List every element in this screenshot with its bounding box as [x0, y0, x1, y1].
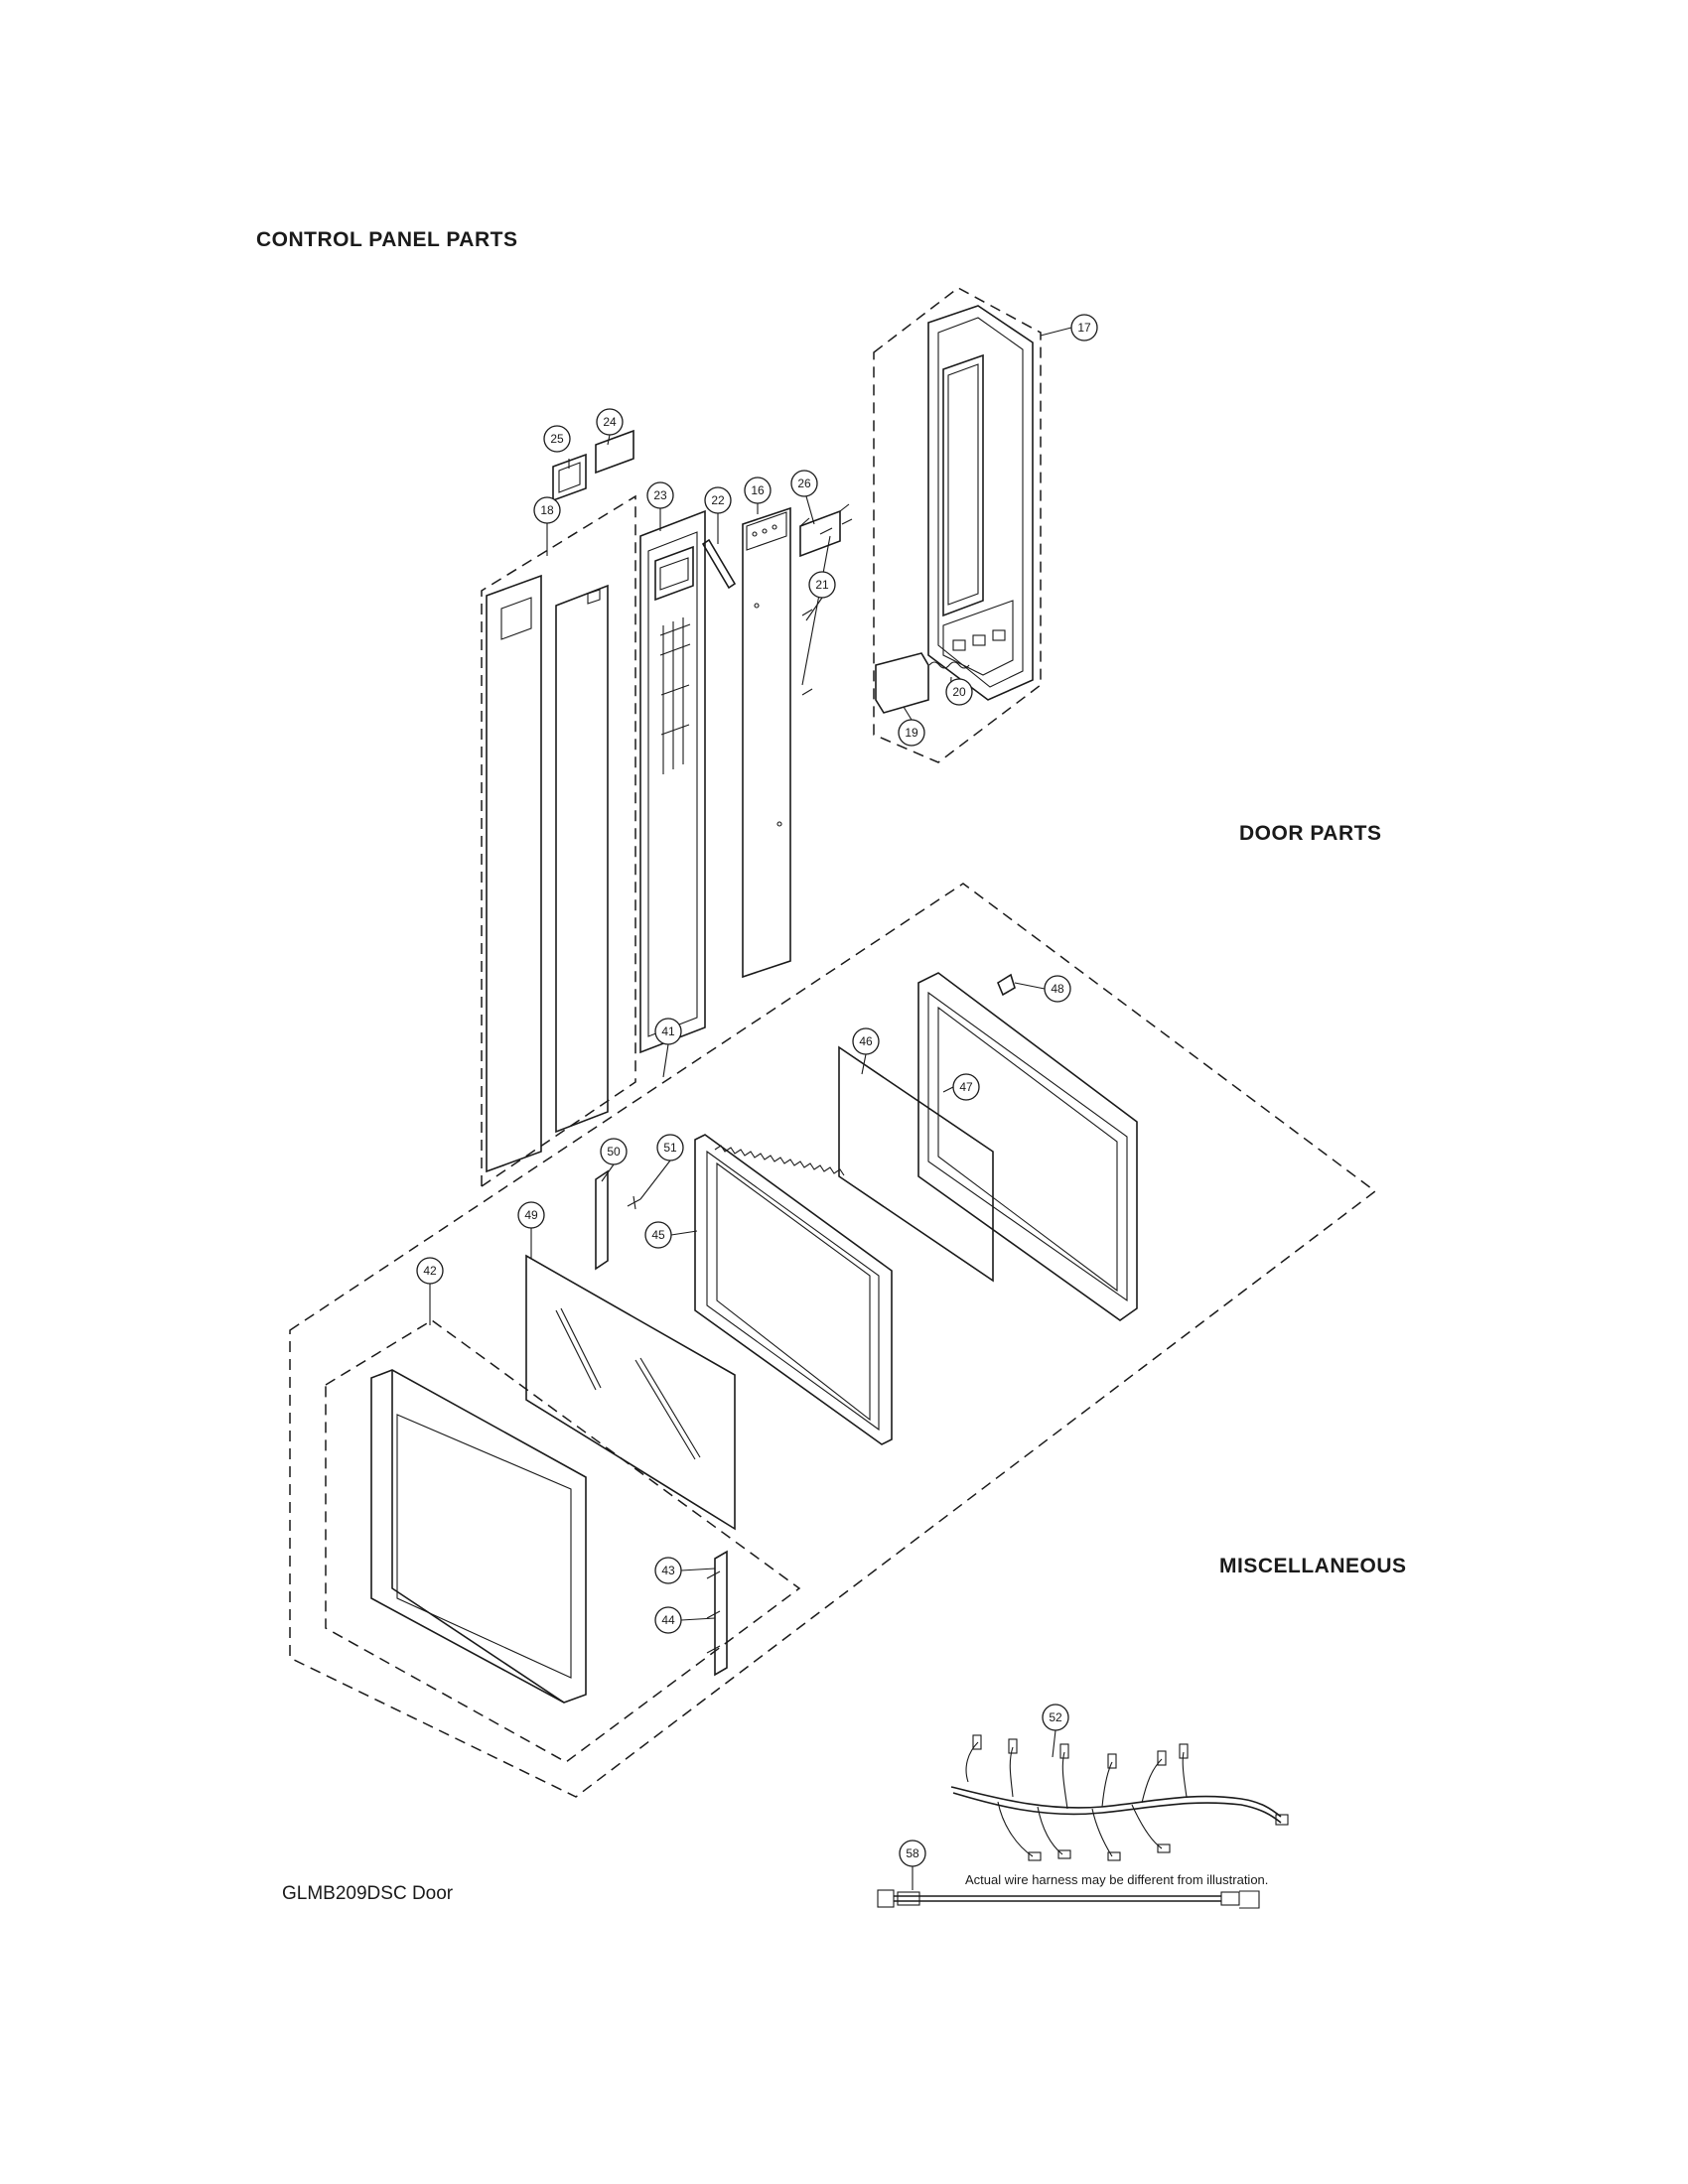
screws-part	[801, 518, 853, 696]
door-frame-part	[927, 305, 1034, 701]
callout-17: 17	[1070, 314, 1098, 341]
spring-part	[928, 661, 970, 669]
callout-48: 48	[1044, 975, 1071, 1003]
miscellaneous-heading: MISCELLANEOUS	[1219, 1555, 1407, 1577]
callout-16: 16	[744, 477, 772, 504]
door-parts-heading: DOOR PARTS	[1239, 822, 1382, 845]
latch-screw-part	[627, 1195, 641, 1210]
svg-text:50: 50	[607, 1145, 621, 1159]
model-label: GLMB209DSC Door	[282, 1883, 454, 1904]
svg-text:20: 20	[952, 685, 966, 699]
callout-50: 50	[600, 1138, 628, 1165]
callout-43: 43	[654, 1557, 682, 1584]
svg-text:49: 49	[524, 1208, 538, 1222]
door-frame-group-outline	[873, 287, 1042, 763]
callout-51: 51	[656, 1134, 684, 1161]
callout-26: 26	[790, 470, 818, 497]
svg-text:19: 19	[905, 726, 918, 740]
svg-text:22: 22	[711, 493, 725, 507]
control-panel-frame	[639, 509, 706, 1054]
svg-text:25: 25	[550, 432, 564, 446]
svg-text:17: 17	[1077, 321, 1091, 335]
svg-text:52: 52	[1049, 1710, 1062, 1724]
outer-door-group-outline	[325, 1319, 801, 1763]
control-panel-parts-heading: CONTROL PANEL PARTS	[256, 228, 518, 251]
door-film-part	[838, 1045, 994, 1283]
svg-text:16: 16	[751, 483, 765, 497]
svg-text:24: 24	[603, 415, 617, 429]
callout-24: 24	[596, 408, 624, 436]
door-button-part	[875, 652, 929, 714]
callout-49: 49	[517, 1201, 545, 1229]
door-assembly-group-outline	[289, 883, 1377, 1798]
hinge-bar-part	[714, 1550, 728, 1677]
svg-text:18: 18	[540, 503, 554, 517]
callout-19: 19	[898, 719, 925, 747]
latch-bar-part	[595, 1169, 609, 1271]
ground-wire-part	[877, 1889, 1260, 1909]
callout-42: 42	[416, 1257, 444, 1285]
callout-52: 52	[1042, 1704, 1069, 1731]
callout-20: 20	[945, 678, 973, 706]
svg-text:23: 23	[653, 488, 667, 502]
control-panel-group-outline	[481, 494, 636, 1188]
callout-18: 18	[533, 496, 561, 524]
callout-leaders	[429, 327, 1072, 1890]
svg-text:21: 21	[815, 578, 829, 592]
door-glass-part	[525, 1254, 736, 1531]
pcb-board-part	[742, 506, 791, 979]
display-frame-part	[552, 453, 587, 502]
control-panel-overlay	[555, 584, 609, 1134]
callout-23: 23	[646, 481, 674, 509]
svg-text:51: 51	[663, 1141, 677, 1155]
harness-note: Actual wire harness may be different fro…	[965, 1872, 1268, 1887]
bracket-part	[799, 503, 850, 558]
svg-text:58: 58	[906, 1846, 919, 1860]
svg-text:42: 42	[423, 1264, 437, 1278]
svg-text:41: 41	[661, 1024, 675, 1038]
control-panel-front	[486, 574, 542, 1173]
svg-text:48: 48	[1051, 982, 1064, 996]
callout-21: 21	[808, 571, 836, 599]
svg-text:44: 44	[661, 1613, 675, 1627]
svg-text:45: 45	[651, 1228, 665, 1242]
callout-58: 58	[899, 1840, 926, 1867]
key-strip-part	[701, 538, 737, 590]
door-clip-part	[996, 973, 1016, 997]
wire-harness-part	[950, 1734, 1289, 1861]
callout-25: 25	[543, 425, 571, 453]
display-film-part	[595, 429, 634, 475]
callout-45: 45	[644, 1221, 672, 1249]
callout-22: 22	[704, 486, 732, 514]
outer-door-part	[370, 1369, 587, 1704]
svg-text:46: 46	[859, 1034, 873, 1048]
svg-text:47: 47	[959, 1080, 973, 1094]
callout-47: 47	[952, 1073, 980, 1101]
inner-door-frame-part	[694, 1134, 893, 1445]
callout-46: 46	[852, 1027, 880, 1055]
svg-text:43: 43	[661, 1564, 675, 1577]
door-back-panel-part	[917, 972, 1138, 1321]
svg-text:26: 26	[797, 477, 811, 490]
callout-44: 44	[654, 1606, 682, 1634]
callout-41: 41	[654, 1018, 682, 1045]
